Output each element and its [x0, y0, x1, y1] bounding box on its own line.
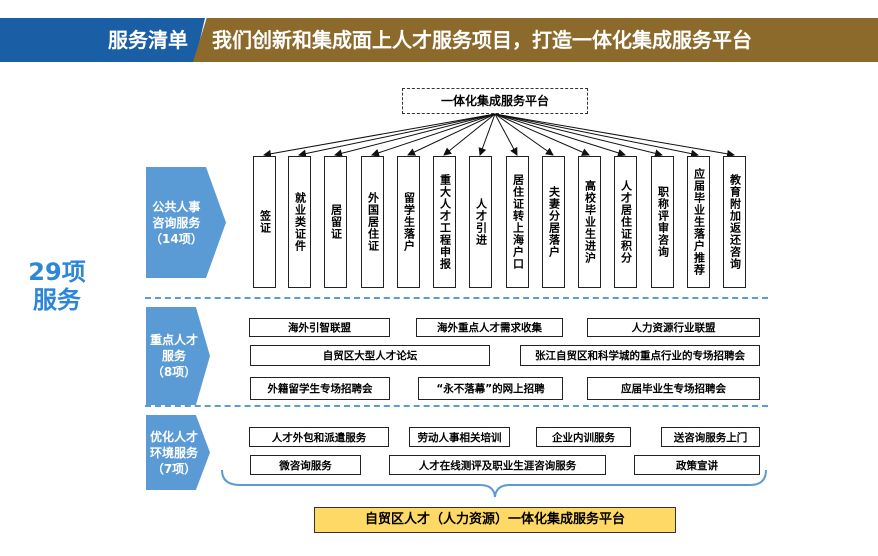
service-box: 居住证转上海户口	[506, 156, 529, 288]
divider	[145, 297, 768, 299]
total-count: 29项	[28, 258, 86, 286]
arrow	[494, 113, 699, 158]
service-box: 外籍留学生专场招聘会	[250, 377, 390, 400]
arrow	[298, 113, 496, 158]
category-label: 优化人才 环境服务 （7项）	[150, 429, 199, 476]
total-label: 服务	[33, 286, 81, 314]
service-box: 重大人才工程申报	[433, 156, 456, 288]
service-box: 教育附加返还咨询	[723, 156, 746, 288]
category-label: 公共人事 咨询服务 （14项）	[150, 199, 203, 246]
category-label: 重点人才 服务 （8项）	[150, 333, 199, 379]
service-box: 政策宣讲	[634, 455, 760, 475]
category-key-talent: 重点人才 服务 （8项）	[146, 307, 210, 405]
section-label: 服务清单	[108, 28, 188, 52]
total-services: 29项服务	[22, 258, 92, 314]
top-platform-box: 一体化集成服务平台	[402, 88, 588, 114]
service-box: 外国居住证	[361, 156, 384, 288]
service-box: “永不落幕”的网上招聘	[418, 377, 563, 400]
service-box: 人才引进	[469, 156, 492, 288]
service-box: 职称评审咨询	[651, 156, 674, 288]
arrow	[407, 113, 496, 156]
service-box: 人力资源行业联盟	[587, 318, 760, 337]
arrow	[494, 113, 590, 156]
arrow	[494, 113, 735, 158]
arrow	[263, 113, 496, 158]
divider	[145, 405, 768, 407]
category-environment: 优化人才 环境服务 （7项）	[146, 415, 210, 490]
service-box: 应届毕业生专场招聘会	[587, 377, 760, 400]
arrow	[334, 113, 496, 158]
service-box: 人才在线测评及职业生涯咨询服务	[389, 455, 606, 475]
service-box: 人才居住证积分	[614, 156, 637, 288]
arrow	[371, 113, 496, 157]
page-title: 我们创新和集成面上人才服务项目，打造一体化集成服务平台	[212, 28, 752, 52]
service-box: 微咨询服务	[250, 455, 361, 475]
arrow	[494, 113, 626, 157]
service-box: 应届毕业生落户推荐	[687, 156, 710, 288]
service-box: 人才外包和派遣服务	[249, 427, 389, 447]
bottom-brace	[221, 469, 767, 498]
service-box: 留学生落户	[397, 156, 420, 288]
header-title-band	[193, 18, 878, 62]
service-box: 企业内训服务	[536, 427, 631, 447]
service-box: 居留证	[324, 156, 347, 288]
service-box: 高校毕业生进沪	[578, 156, 601, 288]
arrow	[494, 113, 518, 156]
service-box: 夫妻分居落户	[542, 156, 565, 288]
service-box: 海外重点人才需求收集	[416, 318, 563, 337]
bottom-platform-box: 自贸区人才（人力资源）一体化集成服务平台	[314, 507, 676, 533]
arrow	[478, 113, 496, 156]
service-box: 签证	[253, 156, 276, 288]
service-box: 就业类证件	[288, 156, 311, 288]
service-box: 送咨询服务上门	[661, 427, 760, 447]
arrow	[494, 113, 554, 156]
arrow	[443, 113, 496, 156]
service-box: 自贸区大型人才论坛	[250, 345, 490, 366]
service-box: 劳动人事相关培训	[409, 427, 510, 447]
arrow	[494, 113, 663, 158]
service-box: 张江自贸区和科学城的重点行业的专场招聘会	[520, 345, 760, 366]
header-section-band	[0, 18, 205, 62]
service-box: 海外引智联盟	[249, 318, 390, 337]
